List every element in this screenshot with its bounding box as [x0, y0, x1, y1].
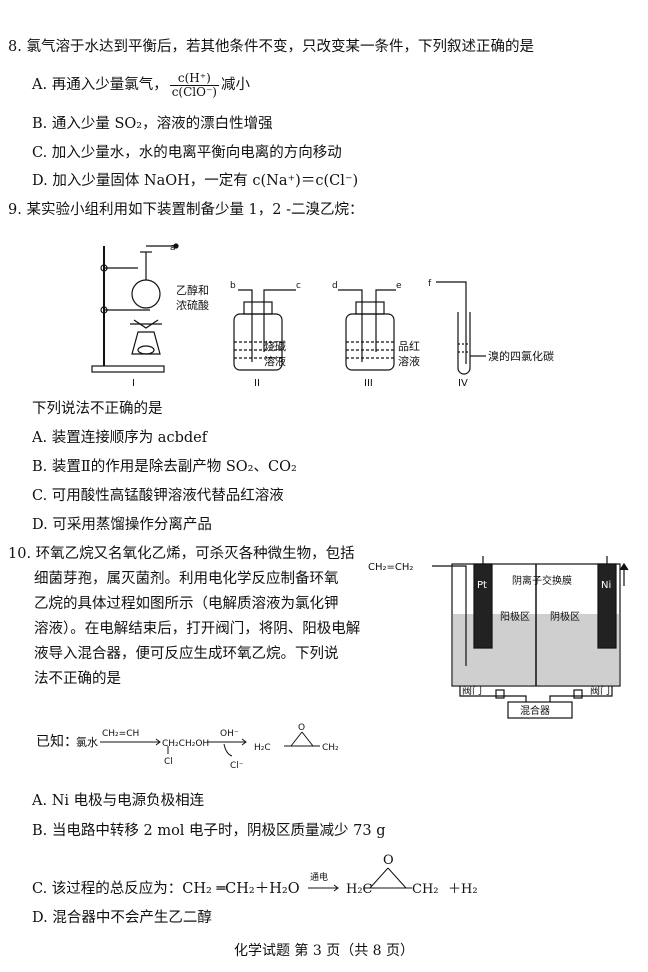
q10-option-c-equation: 通电 H₂C CH₂ O ＋H₂: [308, 853, 478, 897]
q8-a-numerator: c(H⁺): [169, 71, 219, 86]
c-oxygen: O: [383, 853, 394, 868]
q8-a-prefix: A. 再通入少量氯气，: [32, 77, 168, 93]
roman-2: II: [254, 378, 260, 389]
c-ch2: CH₂: [412, 882, 439, 897]
q10-stem-line-2: 细菌芽孢，属灭菌剂。利用电化学反应制备环氧: [34, 571, 339, 587]
q9-subprompt: 下列说法不正确的是: [32, 401, 163, 417]
q10-stem-line-1: 10. 环氧乙烷又名氧化乙烯，可杀灭各种微生物，包括: [8, 546, 355, 562]
label-pinred-1: 品红: [398, 340, 420, 353]
q10-option-d: D. 混合器中不会产生乙二醇: [32, 910, 212, 926]
label-sulfuric-acid: 浓硫酸: [176, 298, 209, 312]
q9-stem: 9. 某实验小组利用如下装置制备少量 1，2 -二溴乙烷：: [8, 202, 364, 218]
label-pt-electrode: Pt: [477, 580, 487, 591]
q8-stem: 8. 氯气溶于水达到平衡后，若其他条件不变，只改变某一条件，下列叙述正确的是: [8, 39, 534, 55]
q9-option-a: A. 装置连接顺序为 acbdef: [32, 430, 208, 446]
q9-option-c: C. 可用酸性高锰酸钾溶液代替品红溶液: [32, 488, 284, 504]
known-reagent: CH₂=CH: [102, 729, 139, 739]
label-naoh-2: 溶液: [264, 354, 286, 368]
known-final-left: H₂C: [254, 743, 271, 753]
letter-a: a: [170, 243, 176, 253]
roman-4: IV: [458, 378, 468, 389]
label-anode-region: 阳极区: [500, 610, 530, 623]
letter-c: c: [296, 281, 301, 291]
roman-1: I: [132, 378, 135, 389]
q8-a-denominator: c(ClO⁻): [171, 84, 217, 99]
known-hydroxide: OH⁻: [220, 729, 239, 739]
q9-option-d: D. 可采用蒸馏操作分离产品: [32, 517, 212, 533]
known-chloride: Cl⁻: [230, 761, 244, 771]
label-ni-electrode: Ni: [601, 580, 611, 591]
label-ethylene-gas: CH₂=CH₂: [368, 562, 413, 573]
q10-known-reaction: 已知： 氯水 CH₂=CH CH₂CH₂OH Cl OH⁻ Cl⁻ H₂C CH…: [36, 723, 339, 771]
roman-3: III: [364, 378, 373, 389]
label-cathode-region: 阴极区: [550, 610, 580, 623]
known-product: CH₂CH₂OH: [162, 739, 209, 749]
label-valve-left: 阀门: [462, 684, 482, 697]
q10-stem-line-4: 溶液）。在电解结束后，打开阀门，将阴、阳极电解: [34, 621, 361, 637]
q8-option-a: A. 再通入少量氯气，c(H⁺)c(ClO⁻)减小: [32, 70, 250, 100]
letter-b: b: [230, 281, 236, 291]
label-bromine: 溴的四氯化碳: [488, 349, 554, 363]
q10-option-b: B. 当电路中转移 2 mol 电子时，阴极区质量减少 73 g: [32, 823, 386, 839]
q10-option-c: C. 该过程的总反应为：CH₂ ═CH₂＋H₂O: [32, 881, 300, 897]
known-prefix: 已知：: [36, 733, 78, 750]
label-ethanol: 乙醇和: [176, 283, 209, 297]
q9-apparatus-figure: 乙醇和 浓硫酸 a I b c 烧碱 溶液 II d e 品红 溶液 III f…: [91, 243, 554, 389]
q10-stem-line-3: 乙烷的具体过程如图所示（电解质溶液为氯化钾: [34, 596, 339, 612]
known-oxygen: O: [298, 723, 305, 733]
letter-f: f: [428, 279, 432, 289]
page-footer: 化学试题 第 3 页（共 8 页）: [233, 943, 415, 959]
apparatus-2: [233, 289, 296, 371]
q10-stem: 10. 环氧乙烷又名氧化乙烯，可杀灭各种微生物，包括 细菌芽孢，属灭菌剂。利用电…: [8, 542, 368, 692]
q8-option-c: C. 加入少量水，水的电离平衡向电离的方向移动: [32, 145, 342, 161]
known-final-right: CH₂: [322, 743, 339, 753]
known-chlorine-water: 氯水: [76, 735, 98, 749]
q8-option-b: B. 通入少量 SO₂，溶液的漂白性增强: [32, 116, 273, 132]
label-pinred-2: 溶液: [398, 354, 420, 368]
apparatus-3: [338, 289, 396, 371]
label-naoh-1: 烧碱: [264, 340, 286, 353]
q10-stem-line-5: 液导入混合器，便可反应生成环氧乙烷。下列说: [34, 646, 339, 662]
known-cl-substituent: Cl: [164, 757, 173, 767]
label-membrane: 阴离子交换膜: [512, 574, 572, 587]
letter-e: e: [396, 281, 402, 291]
label-mixer: 混合器: [520, 704, 550, 717]
letter-d: d: [332, 281, 338, 291]
apparatus-4: [436, 281, 486, 375]
q10-electrolysis-figure: CH₂=CH₂ Pt Ni 阴离子交换膜 阳极区 阴极区 阀门 阀门 混合器: [368, 556, 629, 719]
q10-stem-line-6: 法不正确的是: [34, 671, 121, 687]
q8-option-d: D. 加入少量固体 NaOH，一定有 c(Na⁺)＝c(Cl⁻): [32, 173, 359, 189]
apparatus-1: [91, 243, 179, 373]
q8-a-fraction: c(H⁺)c(ClO⁻): [169, 71, 219, 99]
c-h2c: H₂C: [346, 882, 373, 897]
q8-a-suffix: 减小: [220, 77, 250, 93]
q10-option-a: A. Ni 电极与电源负极相连: [32, 793, 205, 809]
c-arrow-label: 通电: [310, 871, 328, 883]
q9-option-b: B. 装置Ⅱ的作用是除去副产物 SO₂、CO₂: [32, 459, 297, 475]
c-suffix: ＋H₂: [448, 882, 478, 897]
label-valve-right: 阀门: [590, 684, 610, 697]
